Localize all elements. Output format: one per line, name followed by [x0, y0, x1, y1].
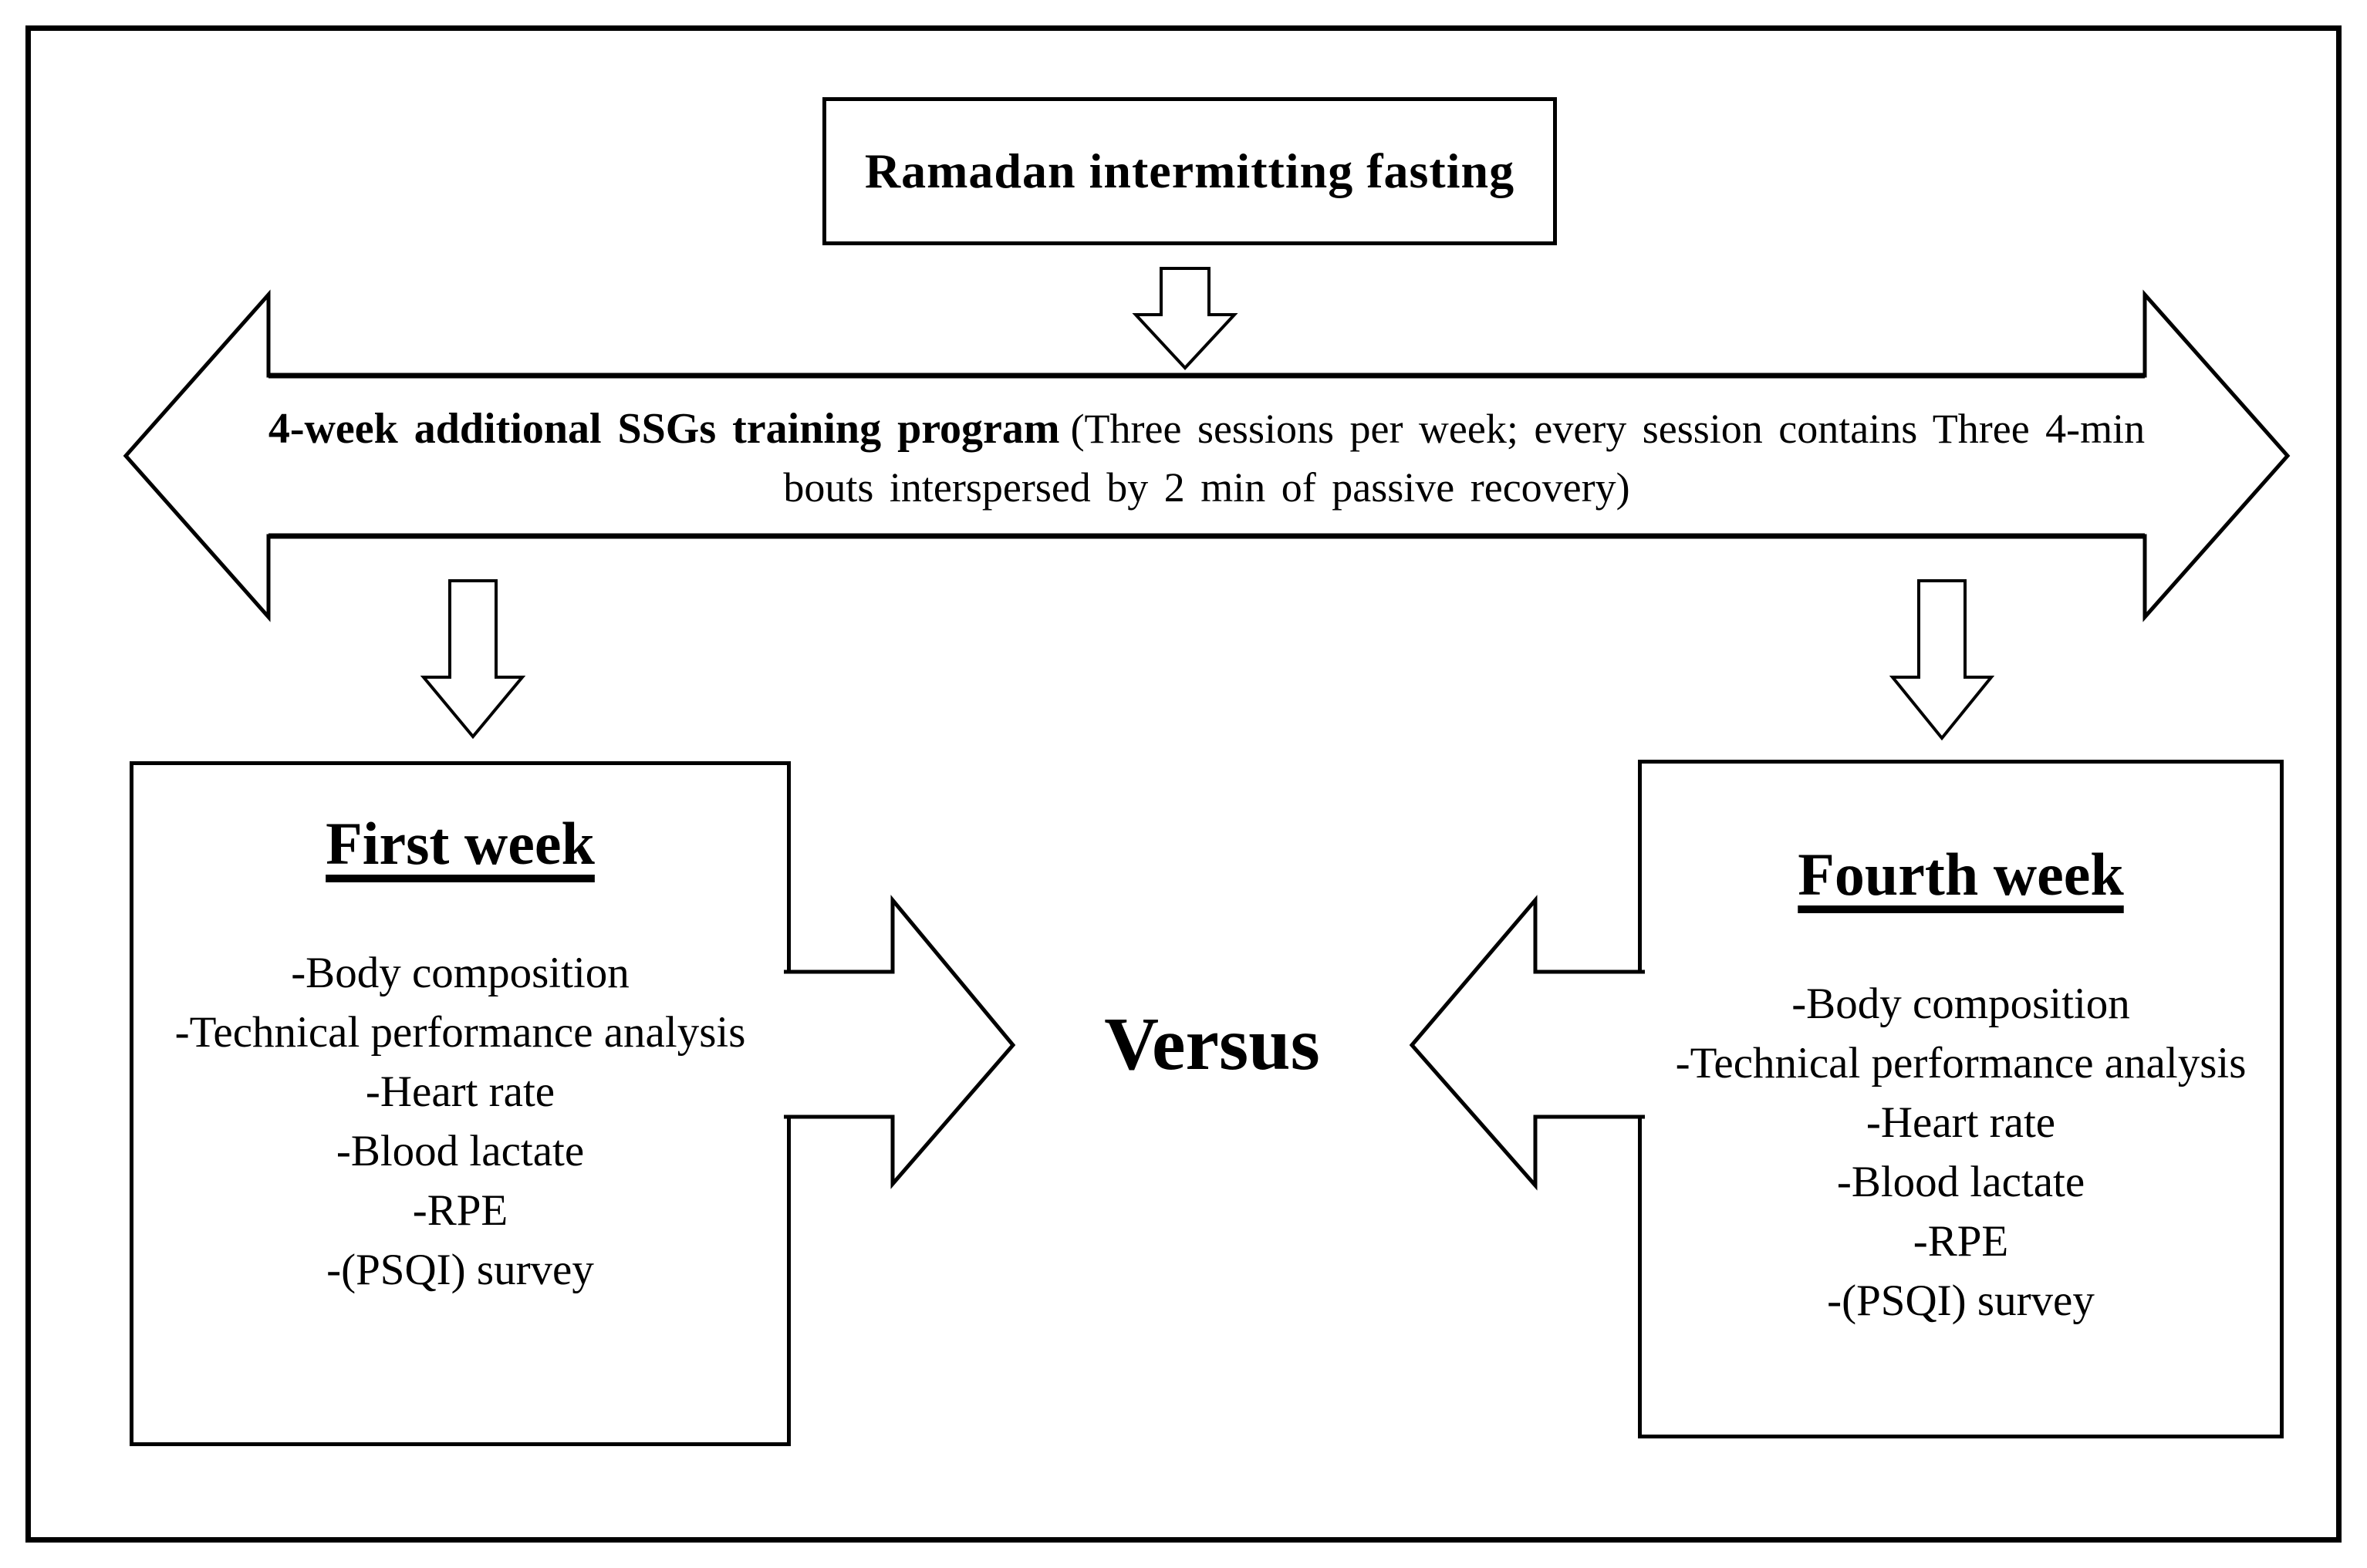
ramadan-fasting-label: Ramadan intermitting fasting — [864, 143, 1515, 198]
training-program-arrow-text: 4-week additional SSGs training program(… — [265, 400, 2148, 517]
fourth-week-box: Fourth week -Body composition -Technical… — [1638, 760, 2284, 1438]
training-program-line1-rest: (Three sessions per week; every session … — [1070, 406, 2146, 452]
versus-label: Versus — [1104, 1003, 1320, 1086]
measurement-item: -Technical performance analysis — [174, 1008, 746, 1057]
measurement-item: -(PSQI) survey — [1827, 1276, 2095, 1325]
measurement-item: -Body composition — [1791, 980, 2130, 1028]
measurement-item: -Heart rate — [365, 1067, 555, 1116]
measurement-item: -Blood lactate — [1836, 1158, 2085, 1206]
training-program-line1: 4-week additional SSGs training program(… — [265, 400, 2148, 458]
fourth-week-measurements: -Body composition -Technical performance… — [1642, 974, 2280, 1330]
measurement-item: -RPE — [1913, 1217, 2009, 1266]
training-program-line2: bouts interspersed by 2 min of passive r… — [783, 464, 1630, 511]
outer-frame — [25, 25, 2342, 1543]
first-week-box: First week -Body composition -Technical … — [130, 761, 791, 1446]
measurement-item: -Body composition — [291, 949, 630, 997]
first-week-title: First week — [326, 810, 595, 877]
measurement-item: -Technical performance analysis — [1675, 1039, 2247, 1087]
measurement-item: -Heart rate — [1866, 1098, 2056, 1147]
measurement-item: -RPE — [412, 1186, 508, 1235]
measurement-item: -Blood lactate — [336, 1127, 585, 1175]
ramadan-fasting-box: Ramadan intermitting fasting — [822, 97, 1557, 245]
first-week-measurements: -Body composition -Technical performance… — [133, 943, 787, 1300]
training-program-bold-lead: 4-week additional SSGs training program — [268, 405, 1060, 453]
fourth-week-title: Fourth week — [1798, 841, 2124, 908]
measurement-item: -(PSQI) survey — [326, 1246, 594, 1294]
